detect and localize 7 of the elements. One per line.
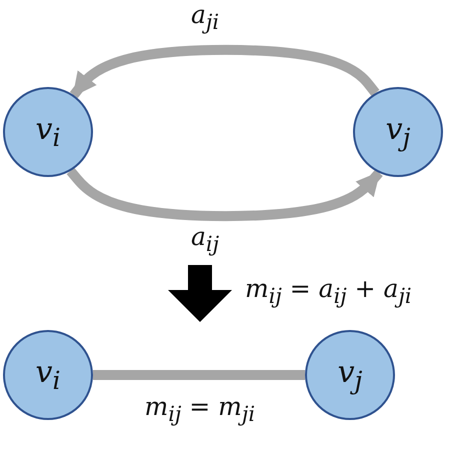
arrow (66, 168, 383, 222)
connector-line (93, 370, 305, 380)
vertex-label: v$_{i}$ (36, 112, 60, 152)
vertex-label: v$_{i}$ (36, 355, 60, 395)
vertex-label: v$_{j}$ (338, 355, 362, 395)
vertex-label: v$_{j}$ (386, 112, 410, 152)
arrow (70, 44, 380, 98)
